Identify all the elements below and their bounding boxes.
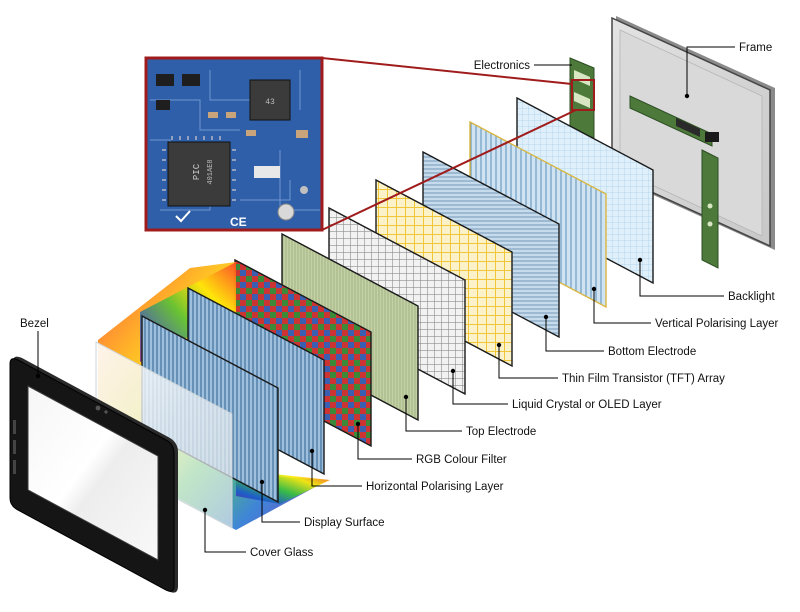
label-frame: Frame — [739, 42, 772, 54]
callouts: Electronics Frame Backlight Vertical Pol… — [20, 42, 779, 559]
camera-icon — [95, 405, 101, 411]
label-electronics: Electronics — [474, 60, 530, 72]
label-horizontal-polarising: Horizontal Polarising Layer — [366, 481, 504, 493]
label-bottom-electrode: Bottom Electrode — [608, 346, 696, 358]
pcb-secondary-chip: 43 — [249, 79, 291, 121]
pcb-chip2-label: 43 — [265, 98, 275, 107]
label-vertical-polarising: Vertical Polarising Layer — [655, 318, 779, 330]
label-liquid-crystal: Liquid Crystal or OLED Layer — [512, 399, 662, 411]
label-bezel: Bezel — [20, 318, 49, 330]
label-rgb-colour-filter: RGB Colour Filter — [416, 454, 507, 466]
label-display-surface: Display Surface — [304, 517, 385, 529]
pcb-inset: PIC 401AE8 43 CE — [144, 56, 595, 232]
pcb-chip-label: PIC — [192, 163, 202, 180]
pcb-ce-mark: CE — [230, 215, 247, 229]
label-top-electrode: Top Electrode — [466, 426, 536, 438]
electronics-board — [569, 57, 719, 269]
label-tft-array: Thin Film Transistor (TFT) Array — [562, 373, 725, 385]
label-backlight: Backlight — [728, 291, 775, 303]
bezel — [9, 356, 178, 593]
pcb-main-chip: PIC 401AE8 — [162, 136, 236, 207]
pcb-chip-sublabel: 401AE8 — [207, 159, 215, 184]
label-cover-glass: Cover Glass — [250, 547, 314, 559]
